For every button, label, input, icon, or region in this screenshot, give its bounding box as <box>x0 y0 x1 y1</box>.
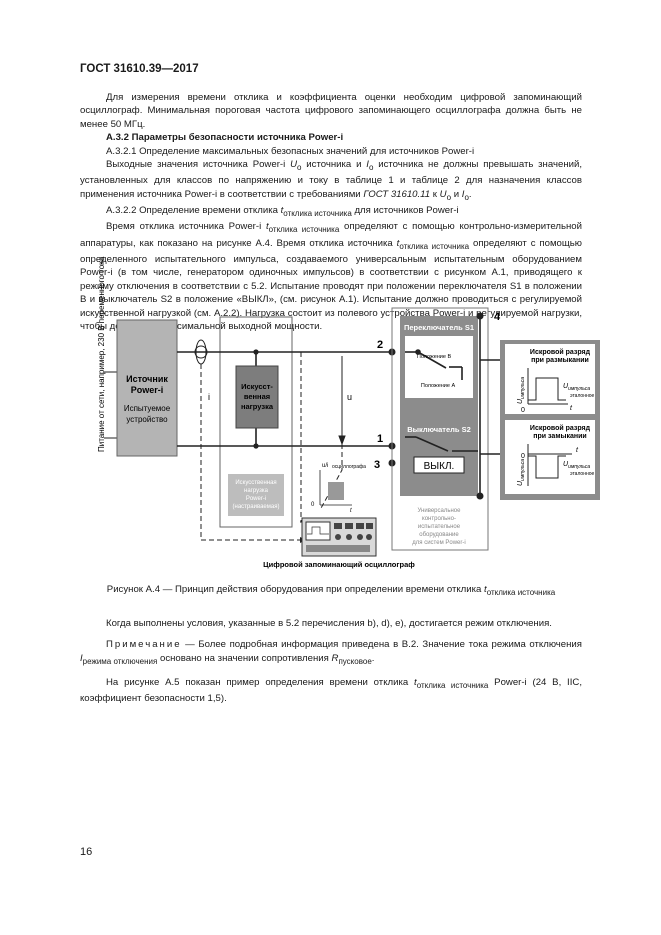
univ-label-4: оборудование <box>419 532 459 538</box>
spark-open-title-1: Искровой разряд <box>530 348 591 356</box>
load-label-2: венная <box>244 392 270 401</box>
bus-dots <box>476 312 484 500</box>
univ-label-2: контрольно- <box>422 516 456 522</box>
switch-s2 <box>405 436 478 452</box>
section-a322-heading: А.3.2.2 Определение времени отклика tотк… <box>106 205 459 218</box>
osc-mini-label: u/i <box>322 463 328 469</box>
spark-close-t: t <box>576 447 579 454</box>
paragraph-output-values: Выходные значения источника Power-i Uo и… <box>80 159 583 202</box>
adj-label-4: (настраиваемая) <box>233 504 280 510</box>
spark-close-title-1: Искровой разряд <box>530 424 591 432</box>
spark-open-ref: Uимпульса <box>563 383 590 392</box>
spark-close-graph <box>527 444 572 486</box>
spark-close-ref: Uимпульса <box>563 461 590 470</box>
adj-label-3: Power-i <box>246 496 266 502</box>
osc-mini-sub: осциллографа <box>332 464 366 470</box>
switch-s2-label: Выключатель S2 <box>407 425 471 434</box>
univ-label-5: для систем Power-i <box>412 540 465 546</box>
adj-label-1: Искусственная <box>235 480 276 486</box>
oscilloscope-device <box>301 517 377 557</box>
note-paragraph: Примечание — Более подробная информация … <box>80 639 582 666</box>
label-u: u <box>347 392 352 402</box>
current-probe <box>194 345 208 359</box>
figure-caption: Рисунок А.4 — Принцип действия оборудова… <box>106 584 556 597</box>
spark-close-zero: 0 <box>521 453 525 460</box>
position-b-label: Положение B <box>417 354 452 360</box>
source-box <box>116 319 178 457</box>
section-a321-heading: А.3.2.1 Определение максимальных безопас… <box>106 145 475 157</box>
source-title-2: Power-i <box>131 385 164 395</box>
spark-open-title-2: при размыкании <box>531 357 589 364</box>
off-button <box>413 456 465 474</box>
adjustable-load-box <box>228 474 284 516</box>
osc-mini-graph <box>319 470 352 506</box>
source-title-1: Источник <box>126 374 168 384</box>
text-block-top: Для измерения времени отклика и коэффици… <box>80 91 582 333</box>
terminal-2: 2 <box>377 339 383 351</box>
source-sub-1: Испытуемое <box>124 404 171 413</box>
switch-s1 <box>405 349 463 380</box>
load-label-3: нагрузка <box>241 402 274 411</box>
univ-label-3: испытательное <box>418 524 461 530</box>
position-a-label: Положение А <box>421 383 456 389</box>
spark-open-box <box>505 344 595 414</box>
terminal-1: 1 <box>377 433 383 445</box>
page-number: 16 <box>80 846 93 858</box>
bus-lines <box>479 316 500 496</box>
spark-open-t: t <box>570 405 573 412</box>
osc-mini-t: t <box>350 508 352 514</box>
paragraph-response-time: Время отклика источника Power-i tотклика… <box>80 221 582 333</box>
spark-open-ref-2: эталонное <box>570 393 595 399</box>
spark-close-ref-2: эталонное <box>570 471 595 477</box>
off-label: ВЫКЛ. <box>424 461 455 472</box>
junction-dots <box>253 348 396 467</box>
spark-open-ylabel: Uимпульса <box>517 377 526 404</box>
source-sub-2: устройство <box>126 415 168 424</box>
paragraph-oscilloscope: Для измерения времени отклика и коэффици… <box>80 92 582 130</box>
spark-close-box <box>505 420 595 494</box>
universal-equipment-frame <box>391 307 489 551</box>
section-a32-heading: А.3.2 Параметры безопасности источника P… <box>106 132 344 144</box>
adj-label-2: нагрузка <box>244 488 269 494</box>
spark-open-zero: 0 <box>521 407 525 414</box>
terminal-4: 4 <box>494 311 501 323</box>
label-i: i <box>208 392 210 402</box>
paragraph-figure-a5: На рисунке А.5 показан пример определени… <box>80 677 582 705</box>
text-block-bottom: Когда выполнены условия, указанные в 5.2… <box>80 617 582 706</box>
artificial-load-frame <box>219 316 293 528</box>
univ-label-1: Универсальное <box>418 508 462 514</box>
probe-dashed-lines <box>200 352 343 541</box>
supply-label: Питание от сети, например, 230 В перемен… <box>97 256 106 452</box>
spark-close-ylabel: Uимпульса <box>517 459 526 486</box>
osc-mini-zero: 0 <box>311 502 315 508</box>
paragraph-shutdown: Когда выполнены условия, указанные в 5.2… <box>106 618 552 629</box>
document-header: ГОСТ 31610.39—2017 <box>80 63 199 75</box>
artificial-load-box <box>235 365 279 429</box>
spark-open-graph <box>527 368 568 405</box>
spark-close-title-2: при замыкании <box>533 433 586 440</box>
load-label-1: Искусст- <box>241 382 273 391</box>
terminal-3: 3 <box>374 459 380 471</box>
scope-title: Цифровой запоминающий осциллограф <box>263 560 415 569</box>
switch-s1-label: Переключатель S1 <box>404 323 474 332</box>
